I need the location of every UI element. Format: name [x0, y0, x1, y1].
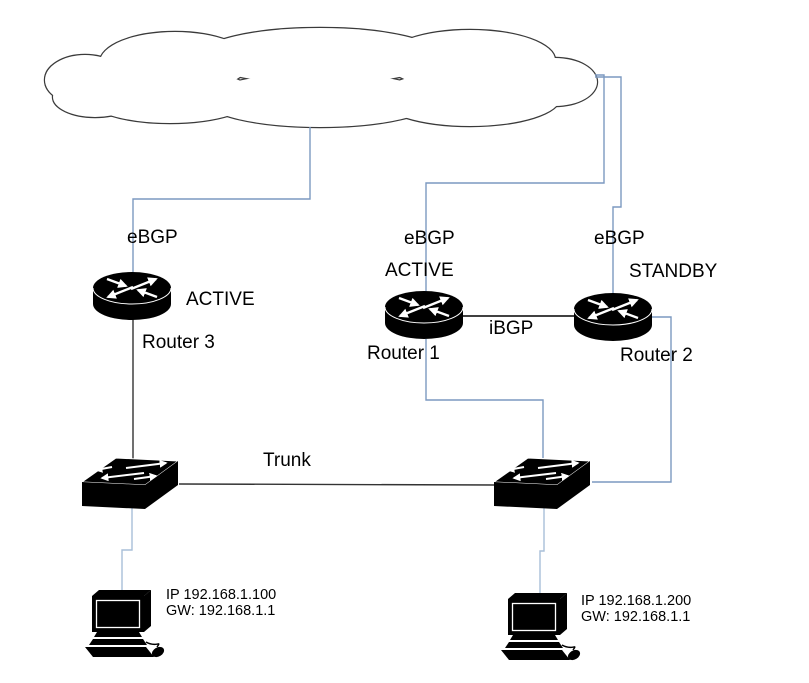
router3-role-label: ACTIVE: [186, 289, 255, 310]
router-2-icon: [574, 293, 652, 341]
link-switch1-pc1: [121, 507, 133, 591]
router2-name-label: Router 2: [620, 345, 693, 366]
pc1-address-label: IP 192.168.1.100 GW: 192.168.1.1: [166, 587, 277, 619]
link-cloud-router2: [595, 76, 622, 294]
router-3-icon: [93, 272, 171, 320]
router-1-icon: [385, 291, 463, 339]
link-router2-switch2: [592, 316, 672, 483]
pc-2-icon: [500, 592, 583, 663]
switch-2-icon: [494, 458, 590, 509]
router3-name-label: Router 3: [142, 332, 215, 353]
link-cloud-router1: [425, 74, 605, 292]
ibgp-label: iBGP: [489, 318, 534, 339]
trunk-label: Trunk: [263, 450, 311, 471]
link-cloud-router3: [132, 127, 311, 273]
internet-cloud-icon: [43, 26, 599, 129]
pc1-ip: IP 192.168.1.100: [166, 587, 277, 603]
pc-1-icon: [84, 589, 167, 660]
pc2-address-label: IP 192.168.1.200 GW: 192.168.1.1: [581, 593, 692, 625]
pc2-gw: GW: 192.168.1.1: [581, 608, 691, 625]
router1-role-label: ACTIVE: [385, 260, 454, 281]
link-trunk: [178, 483, 498, 486]
pc1-gw: GW: 192.168.1.1: [166, 602, 276, 619]
router1-ebgp-label: eBGP: [404, 228, 455, 249]
switch-1-icon: [82, 458, 178, 509]
pc2-ip: IP 192.168.1.200: [581, 593, 692, 609]
router2-ebgp-label: eBGP: [594, 228, 645, 249]
router3-ebgp-label: eBGP: [127, 227, 178, 248]
router2-role-label: STANDBY: [629, 261, 718, 282]
router1-name-label: Router 1: [367, 343, 440, 364]
link-switch2-pc2: [539, 508, 545, 594]
link-router1-switch2: [425, 339, 544, 458]
